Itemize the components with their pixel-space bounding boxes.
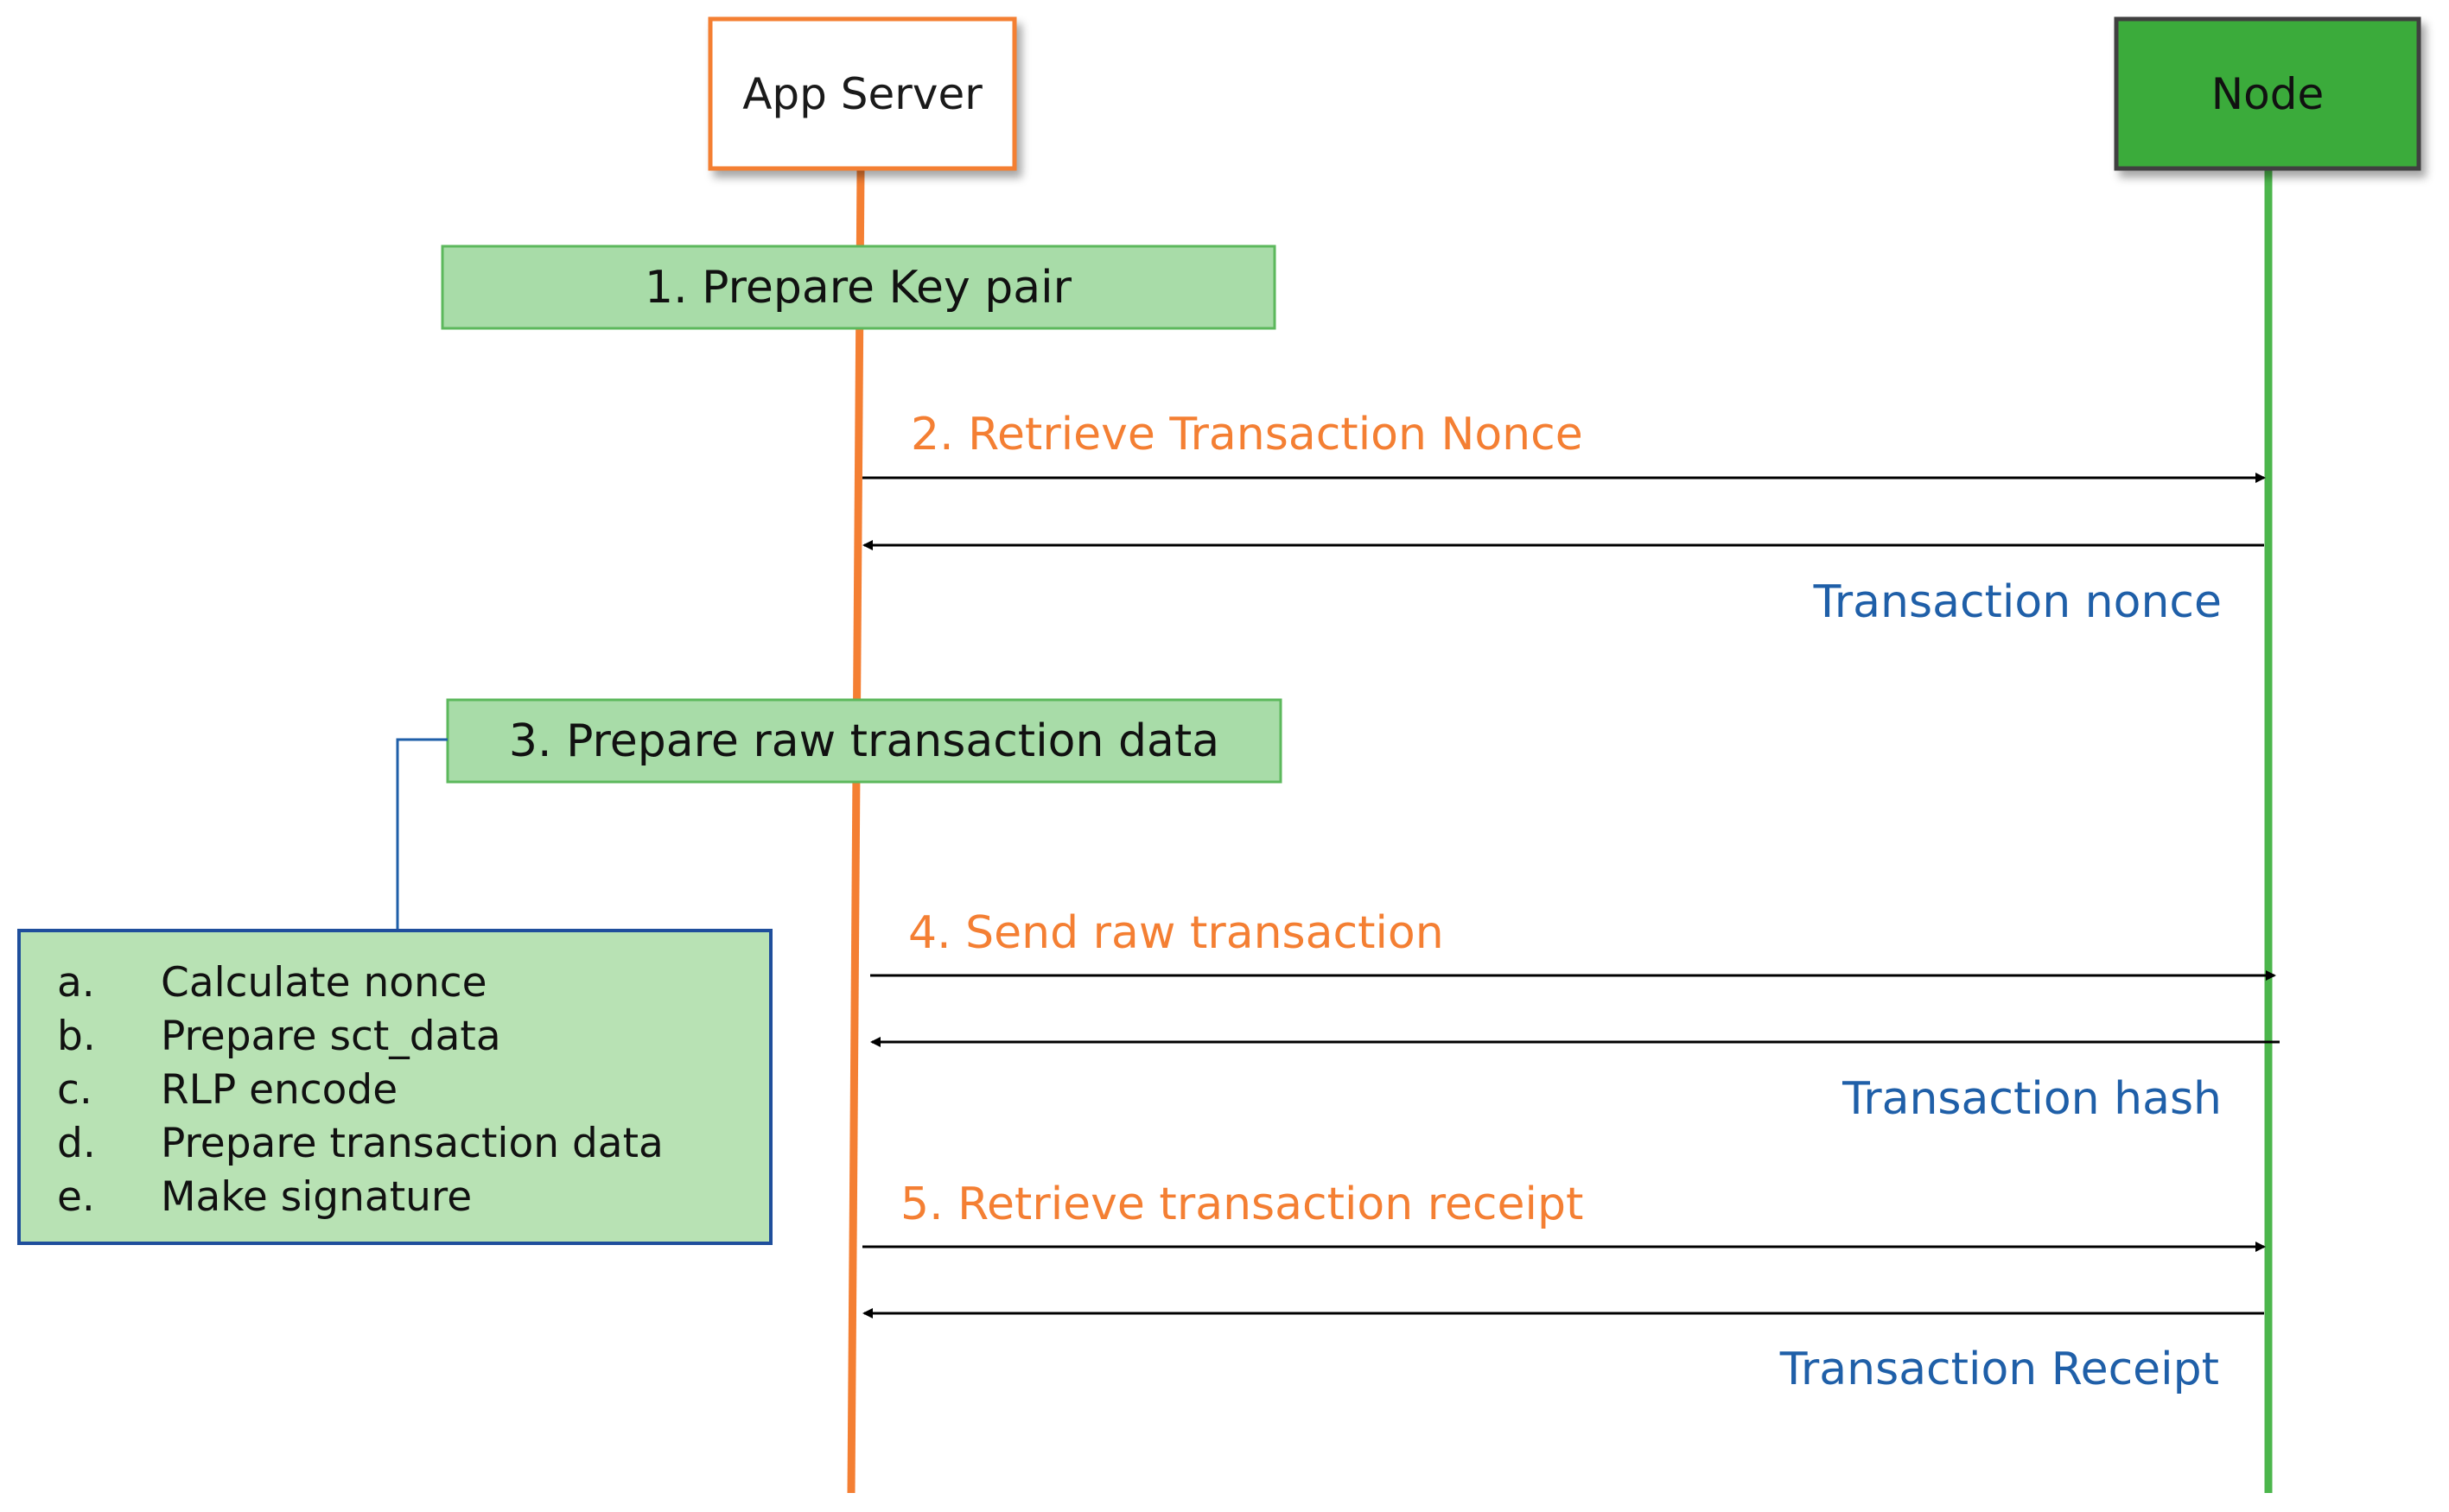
app-server-box [708,16,1017,171]
substep-text: Make signature [161,1173,472,1221]
response-transaction-nonce-label: Transaction nonce [1813,576,2222,628]
response-transaction-receipt-label: Transaction Receipt [1779,1344,2219,1395]
message-retrieve-receipt-label: 5. Retrieve transaction receipt [900,1178,1583,1230]
node-label: Node [2211,69,2325,119]
substep-marker: d. [57,1120,96,1167]
substep-text: RLP encode [161,1066,398,1114]
node-participant: Node [2114,16,2421,171]
node-box [2114,16,2421,171]
substeps-box [17,929,773,1245]
substep-text: Prepare transaction data [161,1120,664,1167]
substep-text: Calculate nonce [161,959,487,1007]
substep-text: Prepare sct_data [161,1013,501,1060]
substep-marker: a. [57,959,95,1007]
message-send-raw-transaction-label: 4. Send raw transaction [908,907,1444,959]
app-server-label: App Server [742,69,983,119]
step-prepare-key-pair: 1. Prepare Key pair [441,245,1276,330]
substep-marker: c. [57,1066,92,1114]
message-retrieve-nonce-label: 2. Retrieve Transaction Nonce [911,409,1583,461]
app-server-participant: App Server [708,16,1017,171]
step3-box [446,698,1282,784]
app-server-lifeline [847,168,865,1494]
substeps-panel: a. Calculate nonce b. Prepare sct_data c… [17,929,773,1245]
substep-connector [396,738,448,931]
step3-label: 3. Prepare raw transaction data [509,715,1219,767]
step1-box [441,245,1276,330]
substep-marker: e. [57,1173,95,1221]
step1-label: 1. Prepare Key pair [645,262,1072,314]
step-prepare-raw-transaction: 3. Prepare raw transaction data [446,698,1282,784]
response-transaction-hash-label: Transaction hash [1842,1073,2222,1125]
substep-marker: b. [57,1013,96,1060]
